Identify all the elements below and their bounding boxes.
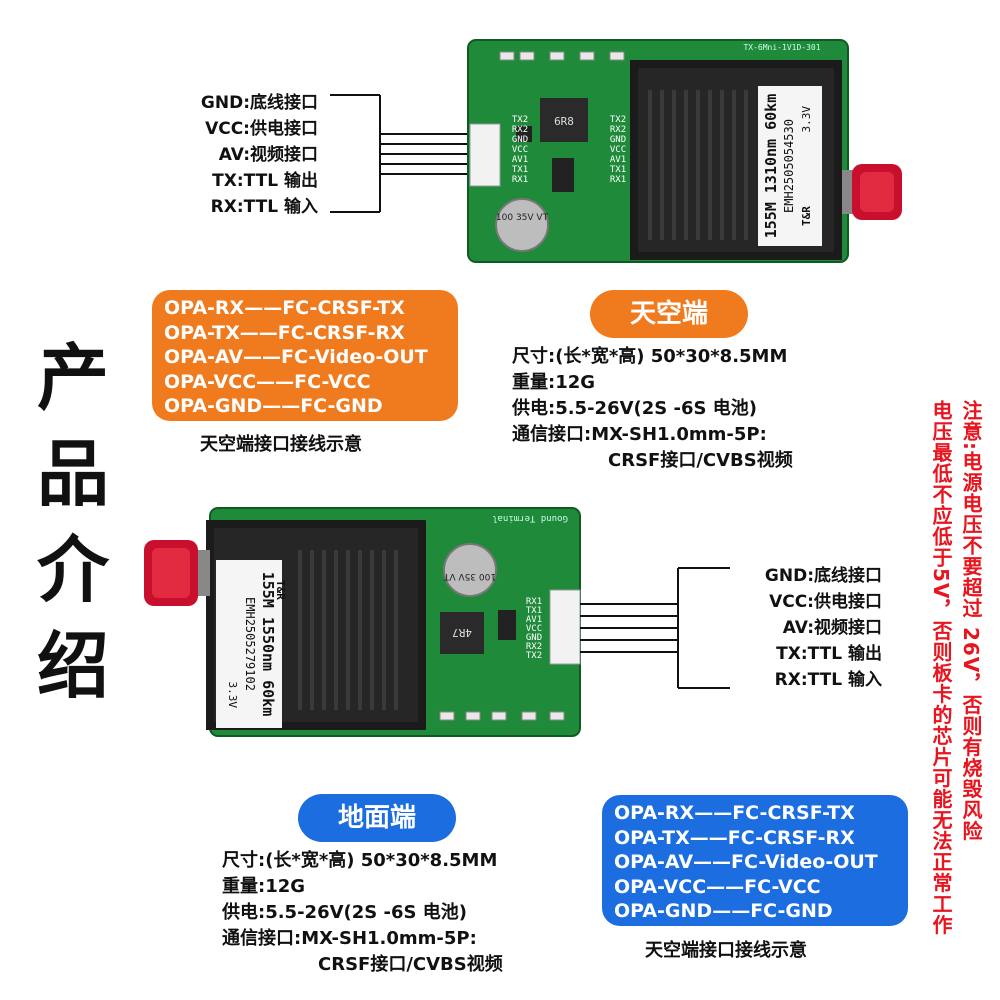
silk-pin-rx2: RX2 <box>610 125 626 135</box>
pin-label-rx: RX:TTL 输入 <box>774 670 882 690</box>
pin-label-vcc: VCC:供电接口 <box>769 592 882 612</box>
pin-label-gnd: GND:底线接口 <box>200 93 318 113</box>
pin-label-rx: RX:TTL 输入 <box>210 197 318 217</box>
silk-pin-rx2: RX2 <box>526 642 542 652</box>
silk-pin-av1: AV1 <box>512 155 528 165</box>
air-wire-bracket <box>330 94 470 213</box>
ground-pin-labels: GND:底线接口 VCC:供电接口 AV:视频接口 TX:TTL 输出 RX:T… <box>732 563 882 693</box>
silk-pin-rx1: RX1 <box>610 175 626 185</box>
wiring-line-rx: OPA-RX——FC-CRSF-TX <box>164 297 405 319</box>
ground-capacitor <box>443 543 497 597</box>
spec-size: 尺寸:(长*宽*高) 50*30*8.5MM <box>512 346 788 367</box>
silk-pin-tx2: TX2 <box>610 115 626 125</box>
spec-interface: 通信接口:MX-SH1.0mm-5P: <box>222 928 477 949</box>
air-capacitor <box>495 198 549 252</box>
ground-wiring-box: OPA-RX——FC-CRSF-TX OPA-TX——FC-CRSF-RX OP… <box>602 795 908 926</box>
ground-wire-bracket <box>580 567 730 689</box>
svg-text:155M 1310nm 60km: 155M 1310nm 60km <box>762 94 780 239</box>
svg-text:EMH2505279102: EMH2505279102 <box>243 597 257 691</box>
svg-text:4R7: 4R7 <box>452 626 472 639</box>
silk-pin-tx2: TX2 <box>526 651 542 661</box>
svg-text:T&R: T&R <box>274 580 287 600</box>
air-wiring-box: OPA-RX——FC-CRSF-TX OPA-TX——FC-CRSF-RX OP… <box>152 290 458 421</box>
svg-text:EMH2505054530: EMH2505054530 <box>782 119 796 213</box>
spec-power: 供电:5.5-26V(2S -6S 电池) <box>512 398 757 419</box>
air-badge: 天空端 <box>590 290 748 338</box>
page-title-char-2: 品 <box>36 432 109 516</box>
wiring-line-gnd: OPA-GND——FC-GND <box>614 900 833 922</box>
svg-text:100 35V VT: 100 35V VT <box>443 571 496 581</box>
spec-size: 尺寸:(长*宽*高) 50*30*8.5MM <box>222 850 498 871</box>
spec-interface-detail: CRSF接口/CVBS视频 <box>608 450 793 471</box>
silk-pin-tx1: TX1 <box>526 606 542 616</box>
silk-pin-tx1: TX1 <box>610 165 626 175</box>
silk-pin-vcc: VCC <box>610 145 626 155</box>
page-title-char-1: 产 <box>36 336 109 420</box>
svg-text:Gound Terminal: Gound Terminal <box>492 513 568 523</box>
ground-inductor <box>440 612 484 654</box>
page-title: 产 品 介 绍 <box>28 330 118 714</box>
air-connector <box>469 123 501 187</box>
spec-weight: 重量:12G <box>512 372 596 393</box>
wiring-line-tx: OPA-TX——FC-CRSF-RX <box>614 826 855 849</box>
ground-specs: 尺寸:(长*宽*高) 50*30*8.5MM 重量:12G 供电:5.5-26V… <box>222 848 503 978</box>
pin-label-gnd: GND:底线接口 <box>764 566 882 586</box>
ground-module-label <box>216 560 282 728</box>
silk-pin-rx2: RX2 <box>512 125 528 135</box>
pin-label-vcc: VCC:供电接口 <box>205 119 318 139</box>
warning-note-line-1: 注意:电源电压不要超过 26V，否则有烧毁风险 <box>959 400 983 842</box>
wiring-line-av: OPA-AV——FC-Video-OUT <box>164 346 428 368</box>
air-specs: 尺寸:(长*宽*高) 50*30*8.5MM 重量:12G 供电:5.5-26V… <box>512 344 793 474</box>
svg-text:3.3V: 3.3V <box>800 106 813 133</box>
spec-interface-detail: CRSF接口/CVBS视频 <box>318 954 503 975</box>
svg-text:T&R: T&R <box>800 206 813 226</box>
pin-label-av: AV:视频接口 <box>218 145 318 165</box>
svg-text:155M 1550nm 60km: 155M 1550nm 60km <box>259 572 277 717</box>
silk-pin-rx1: RX1 <box>526 597 542 607</box>
silk-pin-vcc: VCC <box>526 624 542 634</box>
wiring-line-tx: OPA-TX——FC-CRSF-RX <box>164 321 405 344</box>
silk-pin-gnd: GND <box>526 633 542 643</box>
air-module-label <box>758 86 822 246</box>
silk-pin-tx2: TX2 <box>512 115 528 125</box>
spec-interface: 通信接口:MX-SH1.0mm-5P: <box>512 424 767 445</box>
silk-pin-tx1: TX1 <box>512 165 528 175</box>
air-inductor <box>540 98 588 142</box>
pin-label-tx: TX:TTL 输出 <box>212 171 318 191</box>
silk-pin-vcc: VCC <box>512 145 528 155</box>
svg-text:100 35V VT: 100 35V VT <box>496 213 549 223</box>
wiring-line-av: OPA-AV——FC-Video-OUT <box>614 851 878 873</box>
pin-label-av: AV:视频接口 <box>782 618 882 638</box>
silk-pin-gnd: GND <box>512 135 528 145</box>
ground-badge: 地面端 <box>298 794 456 842</box>
silk-pin-av1: AV1 <box>610 155 626 165</box>
page-title-char-3: 介 <box>36 528 109 612</box>
air-pin-labels: GND:底线接口 VCC:供电接口 AV:视频接口 TX:TTL 输出 RX:T… <box>150 90 318 220</box>
silk-pin-av1: AV1 <box>526 615 542 625</box>
ground-wiring-caption: 天空端接口接线示意 <box>645 940 807 961</box>
silk-pin-rx1: RX1 <box>512 175 528 185</box>
svg-text:TX-6Mni-1V1D-301: TX-6Mni-1V1D-301 <box>743 43 820 52</box>
spec-power: 供电:5.5-26V(2S -6S 电池) <box>222 902 467 923</box>
wiring-line-gnd: OPA-GND——FC-GND <box>164 395 383 417</box>
spec-weight: 重量:12G <box>222 876 306 897</box>
wiring-line-vcc: OPA-VCC——FC-VCC <box>164 370 371 393</box>
svg-text:3.3V: 3.3V <box>226 682 239 709</box>
ground-connector <box>549 589 581 665</box>
silk-pin-gnd: GND <box>610 135 626 145</box>
page-title-char-4: 绍 <box>36 624 109 708</box>
wiring-line-rx: OPA-RX——FC-CRSF-TX <box>614 802 855 824</box>
air-wiring-caption: 天空端接口接线示意 <box>200 434 362 455</box>
warning-note-line-2: 电压最低不应低于5V，否则板卡的芯片可能无法正常工作 <box>929 400 953 936</box>
wiring-line-vcc: OPA-VCC——FC-VCC <box>614 875 821 898</box>
svg-text:6R8: 6R8 <box>554 115 574 128</box>
pin-label-tx: TX:TTL 输出 <box>776 644 882 664</box>
